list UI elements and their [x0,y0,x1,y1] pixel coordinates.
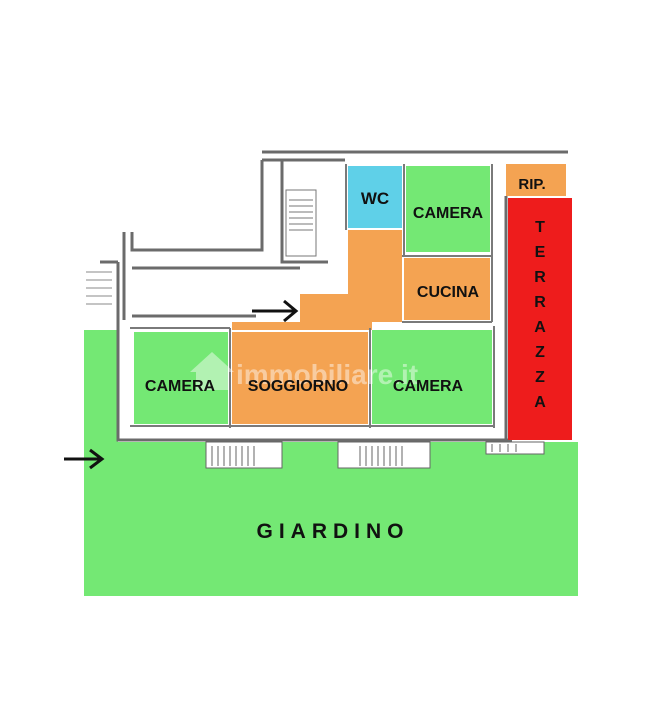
house-logo-icon [190,352,234,390]
label-wc: WC [361,189,389,208]
front-steps [205,441,545,469]
room-rip [506,164,566,196]
entrance-arrow-icon [64,448,105,470]
room-terrazza [508,198,572,440]
label-cucina: CUCINA [417,284,480,301]
room-cucina [404,258,490,320]
label-camera-left: CAMERA [145,378,216,395]
garden-area [84,330,578,596]
staircase-left [86,271,112,305]
watermark-text: immobiliare.it [236,359,418,390]
label-rip: RIP. [518,176,545,193]
label-soggiorno: SOGGIORNO [248,378,348,395]
room-hallway [232,230,402,330]
label-camera-top: CAMERA [413,205,484,222]
label-giardino: GIARDINO [257,520,410,543]
room-camera-top [406,166,490,252]
room-camera-left [134,332,228,424]
room-camera-right [372,330,492,424]
entrance-arrow-icon [252,299,299,323]
label-camera-right: CAMERA [393,378,464,395]
building-walls [100,150,568,442]
inner-walls [130,164,495,428]
room-wc [348,166,402,228]
staircase-top [285,189,317,257]
room-soggiorno [232,332,368,424]
